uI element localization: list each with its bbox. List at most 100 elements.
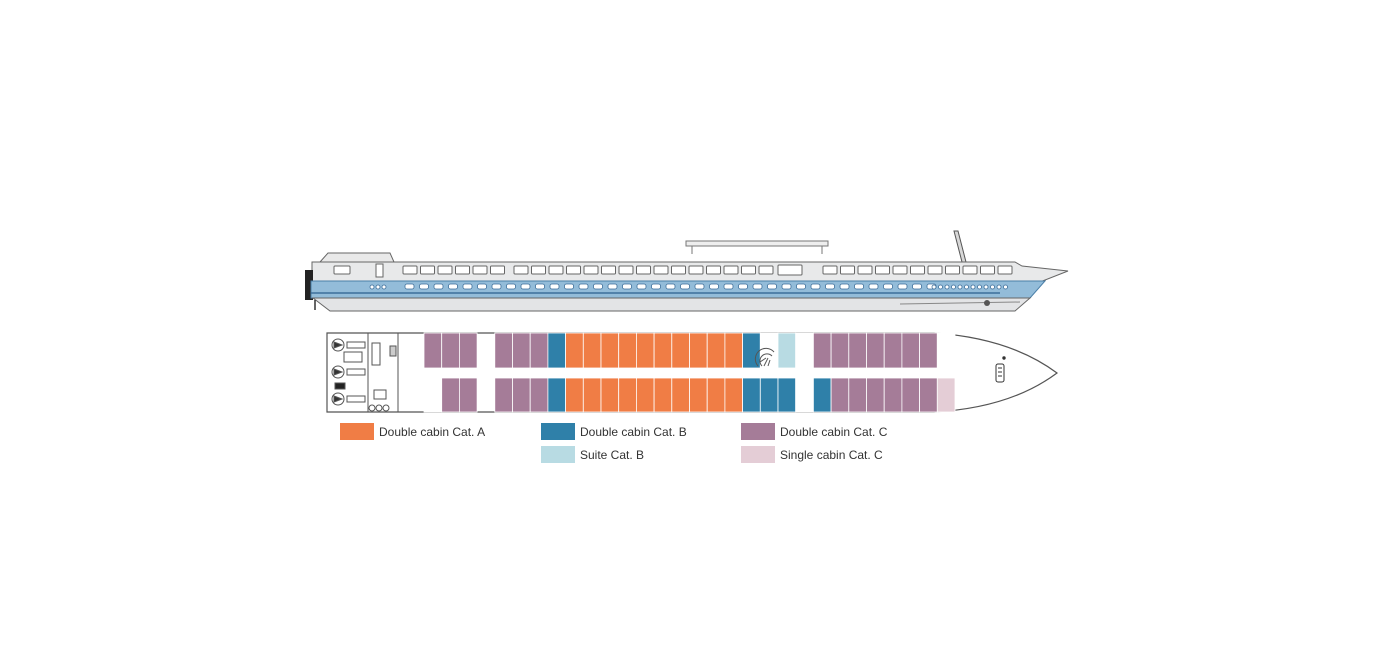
legend-item-cat-b-double: Double cabin Cat. B (541, 423, 687, 440)
window (402, 265, 418, 275)
porthole (369, 284, 375, 290)
hull-portholes (369, 283, 1008, 290)
empty-space (936, 332, 956, 369)
cabin-double-cat-a (689, 332, 708, 369)
cabin-double-cat-c (512, 377, 531, 413)
cabin-double-cat-c (494, 332, 513, 369)
porthole (723, 283, 734, 290)
cabin-double-cat-c (883, 332, 903, 369)
control-box (334, 382, 346, 390)
cabin-double-cat-b (759, 377, 779, 413)
porthole (433, 283, 444, 290)
legend-item-single-cat-c: Single cabin Cat. C (741, 446, 883, 463)
porthole (752, 283, 763, 290)
window (777, 264, 803, 276)
legend-label: Double cabin Cat. A (379, 425, 485, 439)
porthole (931, 284, 937, 290)
window (653, 265, 669, 275)
window (892, 265, 908, 275)
porthole (839, 283, 850, 290)
porthole (477, 283, 487, 290)
sun-deck-awning (685, 240, 829, 247)
porthole (951, 284, 956, 290)
legend-label: Single cabin Cat. C (780, 448, 883, 462)
cabin-double-cat-a (724, 377, 744, 413)
legend-swatch (340, 423, 374, 440)
porthole (419, 283, 429, 290)
cabin-double-cat-c (919, 332, 938, 369)
cabin-double-cat-a (653, 377, 673, 413)
window (618, 265, 634, 275)
cabin-double-cat-c (848, 332, 867, 369)
hull-blue-band (310, 280, 1047, 299)
empty-space (795, 332, 814, 369)
cabin-double-cat-a (653, 332, 673, 369)
cabin-double-cat-c (813, 332, 832, 369)
engine-block (343, 351, 363, 363)
porthole (912, 283, 922, 290)
window (688, 265, 704, 275)
porthole (957, 284, 963, 290)
cabin-double-cat-c (848, 377, 867, 413)
window (758, 265, 774, 275)
cabin-double-cat-b (742, 377, 761, 413)
cabin-double-cat-c (830, 377, 850, 413)
porthole (990, 284, 995, 290)
cabin-double-cat-a (618, 377, 637, 413)
cabin-double-cat-a (600, 332, 620, 369)
stern-block (305, 270, 313, 300)
cabin-double-cat-c (830, 332, 850, 369)
staircase-icon (754, 347, 775, 367)
porthole (448, 283, 458, 290)
engine-unit (346, 368, 366, 376)
deck-plan (326, 332, 1059, 413)
cabin-double-cat-a (600, 377, 620, 413)
porthole (651, 283, 661, 290)
window (910, 265, 925, 275)
porthole (825, 283, 835, 290)
porthole (578, 283, 589, 290)
window (333, 265, 351, 275)
propeller-arrow-icon (333, 341, 344, 349)
porthole (404, 283, 415, 290)
porthole (897, 283, 908, 290)
cabin-double-cat-b (777, 377, 797, 413)
window (601, 265, 616, 275)
porthole (964, 284, 969, 290)
window (741, 265, 756, 275)
porthole (491, 283, 502, 290)
cabin-double-cat-c (866, 332, 885, 369)
anchor (984, 300, 990, 306)
porthole (854, 283, 864, 290)
legend-label: Double cabin Cat. C (780, 425, 888, 439)
window (840, 265, 855, 275)
porthole (665, 283, 676, 290)
porthole (996, 284, 1002, 290)
cabin-double-cat-a (689, 377, 708, 413)
porthole (796, 283, 806, 290)
window (706, 265, 721, 275)
cabin-double-cat-b (742, 332, 761, 369)
window (548, 265, 564, 275)
window (437, 265, 453, 275)
elevator-shaft (371, 342, 381, 366)
porthole (381, 284, 387, 290)
window (927, 265, 943, 275)
legend-swatch (741, 446, 775, 463)
cabin-suite-cat-b (777, 332, 797, 369)
porthole (462, 283, 473, 290)
legend: Double cabin Cat. A Double cabin Cat. B … (340, 423, 888, 463)
keel-detail (899, 301, 1021, 305)
porthole (883, 283, 893, 290)
legend-item-suite-cat-b: Suite Cat. B (541, 446, 644, 463)
window (472, 265, 488, 275)
cabin-double-cat-a (582, 377, 602, 413)
porthole (868, 283, 879, 290)
porthole (680, 283, 690, 290)
empty-space (795, 377, 814, 413)
cabin-double-cat-c (883, 377, 903, 413)
cabin-double-cat-a (706, 377, 726, 413)
cabin-double-cat-c (866, 377, 885, 413)
ship-side-profile (305, 230, 1069, 312)
window (857, 265, 873, 275)
